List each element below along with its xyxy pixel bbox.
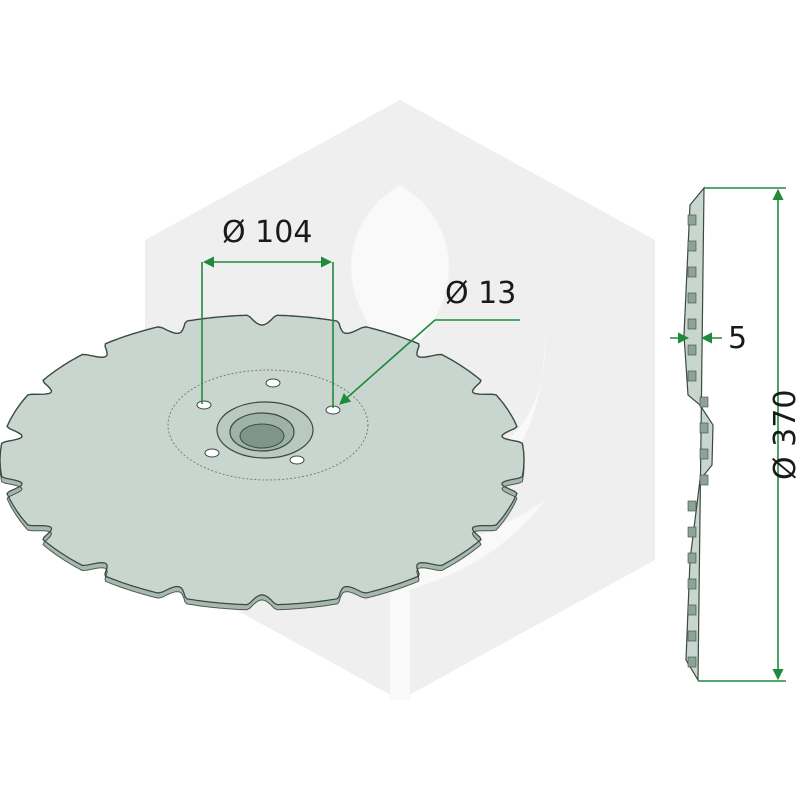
disc-edge [0, 460, 525, 611]
disc-diameter-dimension: Ø 370 [698, 187, 800, 682]
side-tooth [687, 370, 697, 382]
bolt-hole [196, 400, 212, 410]
hub-bore [239, 423, 285, 449]
side-tooth [687, 318, 697, 330]
hole-diameter-label: Ø 13 [445, 276, 516, 311]
side-tooth [687, 240, 697, 252]
bolt-circle-label: Ø 104 [222, 215, 312, 250]
bolt-circle-dimension: Ø 104 [201, 215, 334, 408]
side-tooth [687, 292, 697, 304]
hole-dimension: Ø 13 [339, 276, 520, 405]
disc-side-view [683, 186, 714, 683]
side-tooth [687, 344, 697, 356]
bolt-hole [289, 455, 305, 465]
side-tooth [699, 448, 709, 460]
side-tooth [699, 422, 709, 434]
thickness-dimension: 5 [670, 321, 747, 356]
side-tooth [687, 604, 697, 616]
side-tooth [687, 656, 697, 668]
bolt-circle [167, 369, 369, 481]
scalloped-disc [0, 314, 525, 611]
side-teeth [687, 214, 709, 668]
disc-outline [0, 314, 525, 606]
side-tooth [687, 578, 697, 590]
side-tooth [687, 552, 697, 564]
side-tooth [687, 500, 697, 512]
leader-line [339, 319, 436, 405]
bolt-hole [204, 448, 220, 458]
thickness-label: 5 [728, 321, 747, 356]
side-tooth [687, 266, 697, 278]
side-tooth [687, 214, 697, 226]
disc-diameter-label: Ø 370 [768, 390, 800, 480]
side-tooth [699, 474, 709, 486]
side-tooth [687, 630, 697, 642]
side-tooth [687, 526, 697, 538]
bolt-hole [265, 378, 281, 388]
side-tooth [699, 396, 709, 408]
